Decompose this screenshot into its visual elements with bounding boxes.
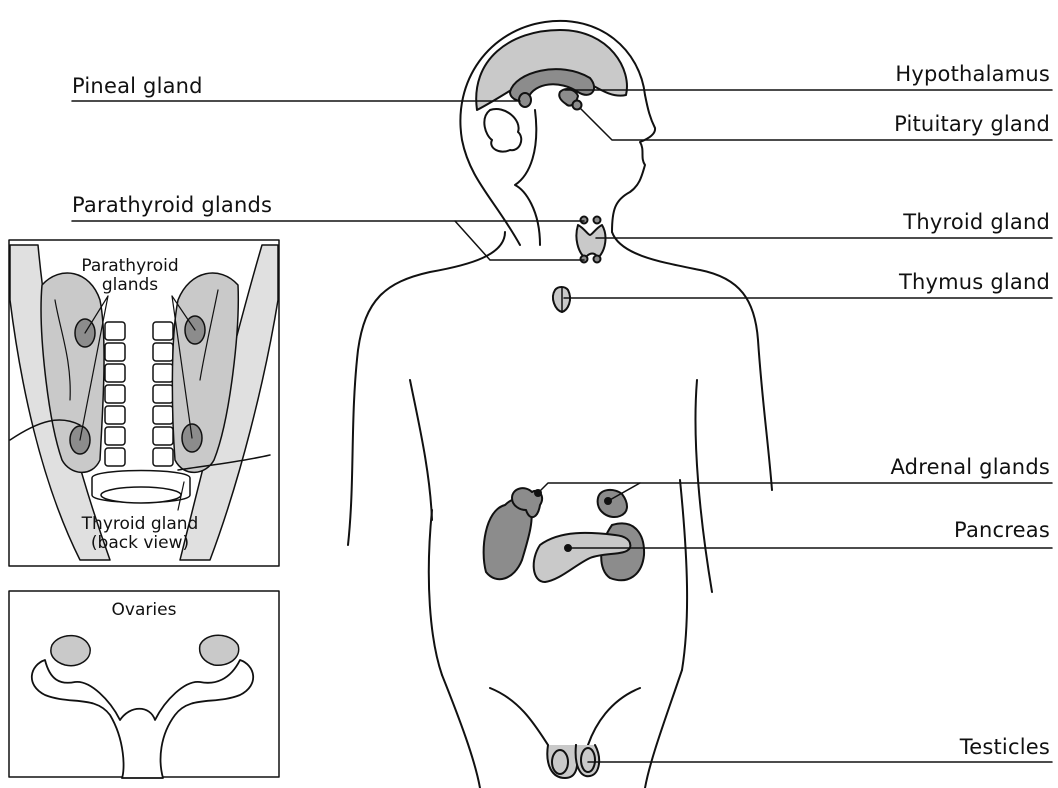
parathyroid-lower-left — [581, 256, 588, 263]
left-ovary — [51, 636, 90, 666]
testicle-left — [552, 750, 568, 774]
inset-thyroid-caption: Thyroid gland (back view) — [70, 515, 210, 553]
right-shoulder — [612, 232, 772, 490]
parathyroid-upper-left — [581, 217, 588, 224]
inset-caption-line1: Thyroid gland — [70, 515, 210, 534]
body-outline — [348, 21, 772, 788]
right-ovary — [200, 635, 239, 665]
pineal-gland-shape — [519, 93, 531, 107]
label-parathyroid-glands: Parathyroid glands — [72, 193, 272, 217]
cerebellum — [484, 109, 521, 152]
abdominal-glands — [484, 488, 644, 582]
trachea-rings — [105, 322, 173, 466]
label-pineal-gland: Pineal gland — [72, 74, 203, 98]
right-torso — [680, 480, 687, 670]
thyroid-gland-shape — [576, 225, 605, 258]
right-leg — [645, 670, 682, 788]
label-hypothalamus: Hypothalamus — [895, 62, 1050, 86]
label-pituitary-gland: Pituitary gland — [894, 112, 1050, 136]
left-arm-inner — [410, 380, 432, 520]
label-thymus-gland: Thymus gland — [899, 270, 1050, 294]
right-side-line — [695, 380, 712, 592]
label-testicles: Testicles — [960, 735, 1050, 759]
label-thyroid-gland: Thyroid gland — [903, 210, 1050, 234]
ovaries-title: Ovaries — [94, 601, 194, 620]
face-profile — [612, 95, 655, 232]
testicle-right — [581, 748, 595, 772]
label-adrenal-glands: Adrenal glands — [890, 455, 1050, 479]
inset-parathyroid-line1: Parathyroid — [80, 257, 180, 276]
right-groin — [588, 688, 640, 745]
parathyroid-lower-right — [594, 256, 601, 263]
uterus-and-tubes — [32, 660, 253, 778]
right-adrenal-gland — [598, 490, 627, 517]
brain-group — [476, 30, 627, 152]
inset-parathyroid-label: Parathyroid glands — [80, 257, 180, 295]
inset-caption-line2: (back view) — [70, 534, 210, 553]
trachea-opening — [101, 487, 181, 503]
left-groin — [490, 688, 548, 745]
parathyroid-leader-lower — [455, 221, 584, 260]
left-torso — [429, 510, 442, 675]
label-pancreas: Pancreas — [954, 518, 1050, 542]
parathyroid-upper-right — [594, 217, 601, 224]
inset-parathyroid-line2: glands — [80, 276, 180, 295]
left-shoulder — [348, 232, 505, 545]
left-leg — [442, 675, 480, 788]
